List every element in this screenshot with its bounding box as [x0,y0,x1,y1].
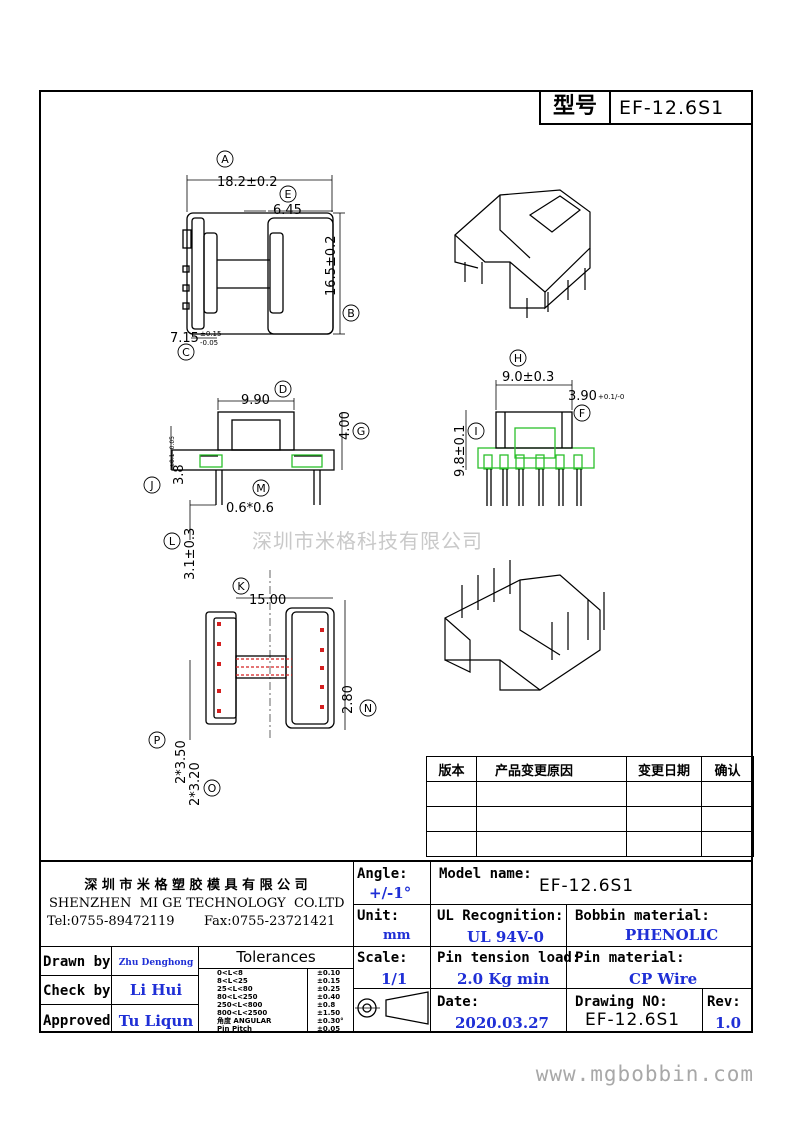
date-value: 2020.03.27 [455,1014,549,1032]
model-name-value: EF-12.6S1 [539,876,635,896]
callout-P: P [154,734,161,747]
model-header: 型号 EF-12.6S1 [539,91,752,125]
rev-col-date: 变更日期 [626,756,702,782]
dim-C-minus: -0.05 [200,339,218,347]
drawn-by-value: Zhu Denghong [118,958,194,968]
callout-A: A [221,153,229,166]
tol-row: 250<L<800±0.8 [217,1001,336,1009]
dim-F-tol: +0.1/-0 [598,393,624,401]
dim-C-plus: ±0.15 [200,330,221,338]
tolerance-rows: 0<L<8±0.10 8<L<25±0.15 25<L<80±0.25 80<L… [207,969,347,1033]
approved-value: Tu Liqun [118,1012,194,1030]
company-fax: Fax:0755-23721421 [204,914,336,929]
callout-H: H [514,352,522,365]
unit-label: Unit: [357,908,400,924]
unit-value: mm [383,928,411,943]
dim-P: 2*3.50 [174,740,189,784]
callout-O: O [208,782,217,795]
callout-B: B [347,307,355,320]
website-url: www.mgbobbin.com [535,1062,754,1086]
company-tel: Tel:0755-89472119 [47,914,175,929]
dim-G: 4.00 [338,411,353,440]
callout-J: J [149,479,153,492]
callout-G: G [357,425,366,438]
callout-F: F [579,407,585,420]
dim-N: 2.80 [341,685,356,714]
drawn-by-label: Drawn by [43,954,111,970]
angle-label: Angle: [357,866,408,882]
scale-label: Scale: [357,950,408,966]
model-name-label: Model name: [439,866,532,882]
callout-N: N [364,702,372,715]
tolerances-title: Tolerances [236,948,316,966]
bobbin-value: PHENOLIC [625,926,719,944]
company-name-en: SHENZHEN MI GE TECHNOLOGY CO.LTD [49,896,345,911]
dim-M: 0.6*0.6 [226,501,274,516]
dim-C: 7.15 [170,331,199,346]
callout-I: I [474,425,477,438]
pin-tension-label: Pin tension load: [437,950,581,966]
bobbin-label: Bobbin material: [575,908,710,924]
drawing-no-value: EF-12.6S1 [585,1010,681,1030]
callout-E: E [285,188,292,201]
angle-value: +/-1° [369,884,412,902]
rev-col-version: 版本 [426,756,477,782]
rev-col-confirm: 确认 [701,756,754,782]
dim-D: 9.90 [241,393,270,408]
top-view-outline [186,212,334,335]
drawing-no-label: Drawing NO: [575,994,668,1010]
tol-row: 8<L<25±0.15 [217,977,341,985]
title-block: 深 圳 市 米 格 塑 胶 模 具 有 限 公 司 SHENZHEN MI GE… [39,860,753,1033]
ul-value: UL 94V-0 [467,928,544,946]
tol-row: 80<L<250±0.40 [217,993,341,1001]
pin-tension-value: 2.0 Kg min [457,970,550,988]
tol-row: 800<L<2500±1.50 [217,1009,341,1017]
pin-material-label: Pin material: [575,950,685,966]
rev-value: 1.0 [715,1014,742,1032]
dim-E: 6.45 [273,203,302,218]
tol-row: 角度 ANGULAR±0.30° [217,1017,344,1025]
callout-markers [143,150,591,797]
type-label: 型号 [541,91,611,123]
callout-C: C [182,346,190,359]
tol-row: 0<L<8±0.10 [217,969,341,977]
dim-A: 18.2±0.2 [217,175,278,190]
date-label: Date: [437,994,480,1010]
company-name-cn: 深 圳 市 米 格 塑 胶 模 具 有 限 公 司 [84,878,308,893]
callout-K: K [237,580,245,593]
scale-value: 1/1 [381,970,408,988]
drawing-frame [39,90,753,1033]
dim-B: 16.5±0.2 [324,235,339,296]
dim-K: 15.00 [249,593,286,608]
dim-F: 3.90 [568,389,597,404]
dim-O: 2*3.20 [188,762,203,806]
dim-J-tol: ±0.1 -0.05 [169,436,176,468]
company-watermark: 深圳市米格科技有限公司 [252,529,483,553]
dim-J: 3.8 [172,464,187,485]
callout-M: M [256,482,266,495]
approved-label: Approved [43,1013,111,1029]
rev-col-reason: 产品变更原因 [476,756,627,782]
tol-row: Pin Pitch±0.05 [217,1025,341,1033]
tolerance-table [199,968,353,1033]
dim-H: 9.0±0.3 [502,370,554,385]
dim-I: 9.8±0.1 [453,425,468,477]
callout-D: D [279,383,287,396]
model-number: EF-12.6S1 [619,97,725,119]
tol-row: 25<L<80±0.25 [217,985,341,993]
ul-label: UL Recognition: [437,908,564,924]
pin-material-value: CP Wire [629,970,698,988]
revision-table: 版本 产品变更原因 变更日期 确认 [426,756,754,857]
dim-L: 3.1±0.3 [183,528,198,580]
check-by-value: Li Hui [129,981,183,999]
rev-label: Rev: [707,994,741,1010]
check-by-label: Check by [43,983,111,999]
callout-L: L [169,535,176,548]
